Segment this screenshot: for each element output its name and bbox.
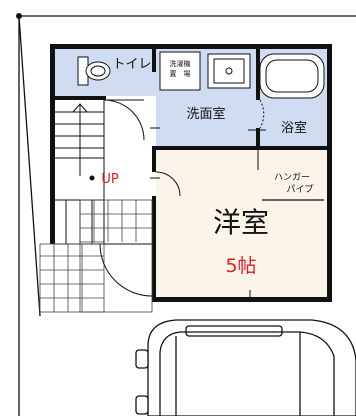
site-boundary bbox=[18, 15, 356, 416]
entrance-tiles bbox=[39, 199, 153, 313]
western-room-floor bbox=[156, 148, 328, 298]
wall-ticks bbox=[150, 127, 266, 302]
washer-label-2: 置 場 bbox=[170, 69, 191, 78]
western-room-size: 5帖 bbox=[225, 255, 256, 277]
hanger-label-2: パイプ bbox=[286, 184, 313, 195]
walls bbox=[50, 44, 332, 302]
car bbox=[135, 319, 356, 416]
washbasin bbox=[207, 53, 251, 89]
bathtub bbox=[259, 53, 325, 99]
stair-up-label: UP bbox=[101, 172, 119, 187]
washer-box bbox=[159, 51, 201, 91]
stair-start-dot bbox=[89, 175, 95, 181]
door-swings bbox=[99, 99, 265, 297]
toilet-label: トイレ bbox=[112, 57, 151, 72]
washer-label-1: 洗濯機 bbox=[170, 59, 191, 68]
hanger-label-1: ハンガー bbox=[274, 172, 310, 183]
washroom-label: 洗面室 bbox=[186, 106, 225, 122]
toilet-fixture bbox=[77, 56, 111, 86]
staircase bbox=[55, 103, 104, 244]
boundary-marker bbox=[16, 13, 22, 19]
bath-label: 浴室 bbox=[281, 120, 307, 136]
western-room-label: 洋室 bbox=[213, 206, 269, 239]
